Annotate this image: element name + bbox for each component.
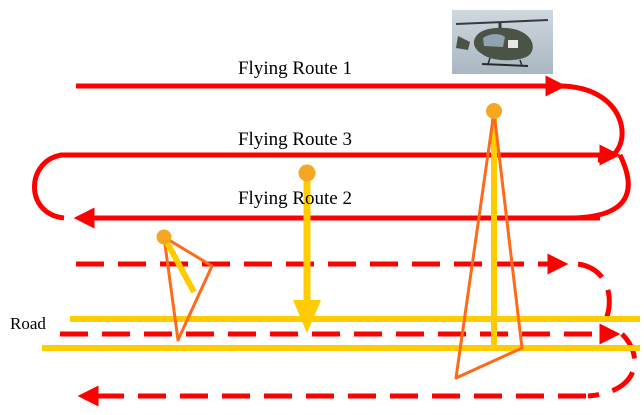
sensor-beam-left: [156, 229, 214, 342]
marker-dot: [156, 229, 172, 245]
flying-route-3-label: Flying Route 3: [238, 129, 352, 150]
dashed-route-a-turn: [577, 261, 612, 324]
marker-dot: [298, 164, 316, 182]
flying-route-1-label: Flying Route 1: [238, 58, 352, 79]
flying-route-2-label: Flying Route 2: [238, 188, 352, 209]
down-arrow: [293, 164, 321, 333]
sensor-beam-right: [454, 103, 524, 380]
flying-route-1-turn-arc: [555, 83, 625, 163]
marker-dot: [486, 103, 502, 119]
road-label: Road: [10, 314, 46, 333]
solid-flying-routes: [32, 75, 631, 229]
flying-route-2-turn-arc: [32, 152, 65, 221]
helicopter-icon: [452, 10, 553, 74]
dashed-route-b-turn: [587, 332, 638, 399]
flying-route-3-turn-arc: [567, 153, 631, 221]
dashed-flying-routes: [60, 253, 638, 407]
road: [42, 316, 640, 351]
